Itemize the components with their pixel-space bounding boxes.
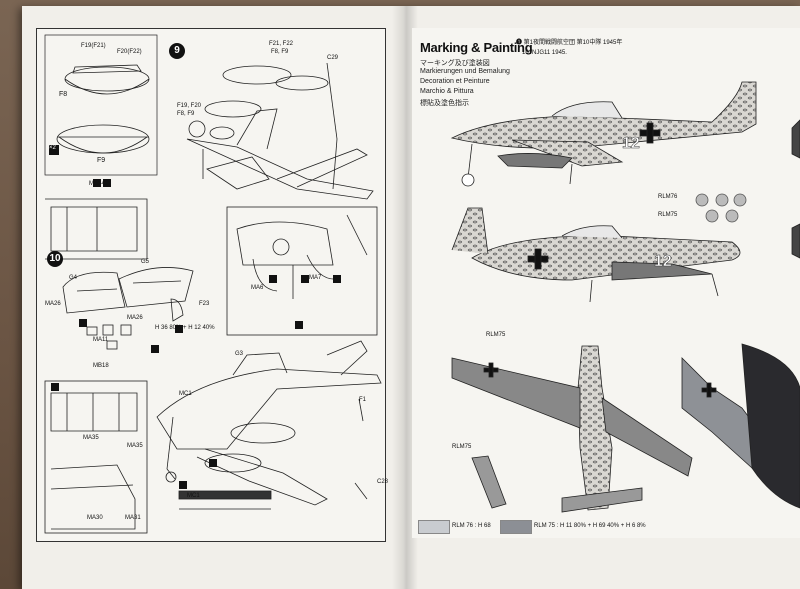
label-g3: G3 [235,351,244,357]
step-9-badge: 9 [169,43,185,59]
subtitle-jp: マーキング及び塗装図 [420,60,490,67]
label-f1: F1 [359,397,367,403]
label-ma35b: MA35 [127,443,143,449]
aircraft-profiles [450,81,800,513]
subtitle-fr: Decoration et Peinture [420,78,490,85]
label-g4: G4 [69,275,78,281]
label-ma26b: MA26 [127,315,143,321]
label-f8f9: F8, F9 [271,49,289,55]
label-mc1a: MC1 [179,391,192,397]
page-title: Marking & Painting [420,40,533,55]
plane-number-top: 12 [622,135,640,152]
swatch-rlm76-label: RLM 76 : H 68 [452,523,491,529]
subtitle-de: Markierungen und Bemalung [420,68,510,75]
label-f20f22: F20(F22) [117,49,142,55]
label-rlm75-bottom: RLM75 [452,444,472,450]
label-f8: F8 [59,91,68,98]
label-rlm-small: H 36 80% + H 12 40% [155,325,215,331]
label-f8f9b: F8, F9 [177,111,195,117]
assembly-drawings [44,34,382,534]
label-f21f22: F21, F22 [269,41,294,47]
unit-line-2: 10./NJG11 1945. [522,50,567,56]
label-g5: G5 [141,259,150,265]
swatch-rlm75 [500,520,532,534]
swatch-rlm75-label: RLM 75 : H 11 80% + H 69 40% + H 6 8% [534,523,646,529]
label-ma34: MA34 [89,181,105,187]
label-x2: ×2 [49,145,56,151]
step-10-badge: 10 [47,251,63,267]
label-rlm75-top: RLM75 [486,332,506,338]
label-f9: F9 [97,157,106,164]
instruction-sheet: 9 10 F19(F21) F20(F22) F8 F9 ×2 F21, F22… [22,6,800,589]
label-ma31: MA31 [125,515,141,521]
subtitle-it: Marchio & Pittura [420,88,474,95]
marker-x2 [49,145,59,155]
label-ma30: MA30 [87,515,103,521]
assembly-page: 9 10 F19(F21) F20(F22) F8 F9 ×2 F21, F22… [36,28,389,542]
label-f19f20: F19, F20 [177,103,202,109]
label-ma35a: MA35 [83,435,99,441]
label-f19f21: F19(F21) [81,43,106,49]
label-mb18: MB18 [93,363,109,369]
subtitle-cn: 標貼及塗色指示 [420,100,469,107]
label-ma7: MA7 [309,275,322,281]
label-f23: F23 [199,301,210,307]
label-c29: C29 [327,55,339,61]
label-ma26a: MA26 [45,301,61,307]
legend-rlm76: RLM76 [658,194,678,200]
label-mc1b: MC1 [187,493,200,499]
label-ma11: MA11 [93,337,109,343]
plane-number-bottom: 12 [654,253,672,270]
swatch-rlm76 [418,520,450,534]
legend-rlm75: RLM75 [658,212,678,218]
label-c28: C28 [377,479,389,485]
unit-line: ❶ 第1夜間戦闘航空団 第10中隊 1945年 [516,40,623,46]
label-ma6: MA6 [251,285,264,291]
marking-painting-page: Marking & Painting マーキング及び塗装図 Markierung… [412,28,800,538]
